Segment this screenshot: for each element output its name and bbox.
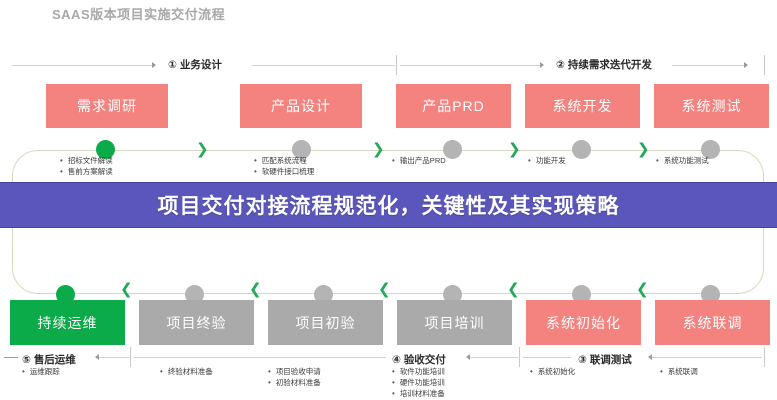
chevron-right-icon-3: ❯ (508, 140, 521, 158)
bottom-rail-seg-1 (99, 357, 129, 358)
process-box-top-5[interactable]: 系统测试 (654, 84, 769, 128)
bullet-item: 功能开发 (528, 155, 566, 166)
timeline-node-bottom-1[interactable] (56, 285, 75, 304)
bottom-stage-5-label: ⑤ 售后运维 (22, 354, 76, 366)
bullet-group-bottom-6: 系统联调 (660, 366, 698, 377)
bullet-item: 项目验收申请 (268, 366, 321, 377)
bullet-item: 系统联调 (660, 366, 698, 377)
bullet-item: 售前方案解读 (60, 166, 113, 177)
chevron-left-icon-1: ❯ (120, 282, 133, 300)
timeline-node-top-3[interactable] (443, 140, 462, 159)
process-box-bottom-5[interactable]: 系统初始化 (526, 300, 641, 345)
bullet-item: 软件功能培训 (392, 366, 445, 377)
bullet-group-bottom-2: 终验材料准备 (160, 366, 213, 377)
bottom-rail-seg-4 (523, 357, 571, 358)
bullet-group-bottom-1: 运维跟踪 (22, 366, 60, 377)
overlay-banner: 项目交付对接流程规范化，关键性及其实现策略 (0, 182, 777, 228)
bottom-arrow-2-icon (466, 354, 470, 360)
chevron-left-icon-3: ❯ (378, 282, 391, 300)
bullet-group-bottom-4: 软件功能培训 硬件功能培训 培训材料准备 (392, 366, 445, 399)
top-rail-right-segment (400, 65, 540, 66)
top-rail-divider-right (764, 55, 765, 75)
timeline-node-bottom-6[interactable] (701, 285, 720, 304)
top-rail-left-segment (12, 65, 152, 66)
bullet-item: 匹配系统流程 (254, 155, 314, 166)
timeline-node-bottom-3[interactable] (314, 285, 333, 304)
bullet-item: 系统初始化 (530, 366, 576, 377)
chevron-right-icon-4: ❯ (637, 140, 650, 158)
top-arrow-2-icon (540, 62, 544, 68)
bullet-item: 软硬件接口梳理 (254, 166, 315, 177)
bullet-item: 终验材料准备 (160, 366, 213, 377)
timeline-node-bottom-2[interactable] (185, 285, 204, 304)
bullet-group-top-1: 招标文件解读 售前方案解读 (60, 155, 113, 177)
bullet-item: 系统功能测试 (656, 155, 709, 166)
process-box-bottom-4[interactable]: 项目培训 (397, 300, 512, 345)
bottom-stage-4-label: ④ 验收交付 (392, 354, 446, 366)
process-box-top-2[interactable]: 产品设计 (240, 84, 362, 128)
bottom-rail-divider-2 (519, 347, 520, 367)
process-box-bottom-1[interactable]: 持续运维 (10, 300, 125, 345)
chevron-left-icon-2: ❯ (249, 282, 262, 300)
process-box-top-4[interactable]: 系统开发 (525, 84, 640, 128)
top-rail-tail-segment (672, 65, 744, 66)
bullet-group-top-3: 输出产品PRD (392, 155, 446, 166)
timeline-node-top-4[interactable] (572, 140, 591, 159)
top-arrow-1-icon (152, 62, 156, 68)
bullet-item: 运维跟踪 (22, 366, 60, 377)
bullet-group-bottom-5: 系统初始化 (530, 366, 576, 377)
bottom-stage-3-label: ③ 联调测试 (578, 354, 632, 366)
bullet-item: 培训材料准备 (392, 388, 445, 399)
bullet-item: 输出产品PRD (392, 155, 446, 166)
page-title: SAAS版本项目实施交付流程 (52, 7, 226, 22)
bottom-rail-seg-2 (134, 357, 386, 358)
chevron-right-icon-2: ❯ (372, 140, 385, 158)
bullet-item: 招标文件解读 (60, 155, 113, 166)
bottom-arrow-1-icon (95, 354, 99, 360)
overlay-banner-text: 项目交付对接流程规范化，关键性及其实现策略 (157, 195, 620, 218)
process-box-bottom-3[interactable]: 项目初验 (268, 300, 383, 345)
bullet-group-top-5: 系统功能测试 (656, 155, 709, 166)
bullet-item: 硬件功能培训 (392, 377, 445, 388)
timeline-node-bottom-4[interactable] (443, 285, 462, 304)
top-arrow-3-icon (744, 62, 748, 68)
bottom-rail-start (4, 357, 18, 358)
bullet-group-top-2: 匹配系统流程 软硬件接口梳理 (254, 155, 315, 177)
process-box-bottom-6[interactable]: 系统联调 (655, 300, 770, 345)
process-box-top-3[interactable]: 产品PRD (396, 84, 511, 128)
bottom-rail-divider-3 (764, 347, 765, 367)
bottom-rail-seg-3 (470, 357, 518, 358)
top-rail-mid-segment (252, 65, 395, 66)
bottom-rail-seg-5 (652, 357, 762, 358)
process-box-top-1[interactable]: 需求调研 (46, 84, 168, 128)
chevron-left-icon-4: ❯ (507, 282, 520, 300)
timeline-node-bottom-5[interactable] (572, 285, 591, 304)
bottom-rail-divider-1 (130, 347, 131, 367)
process-box-bottom-2[interactable]: 项目终验 (139, 300, 254, 345)
chevron-left-icon-5: ❯ (636, 282, 649, 300)
bullet-group-top-4: 功能开发 (528, 155, 566, 166)
chevron-right-icon-1: ❯ (196, 140, 209, 158)
bottom-arrow-3-icon (648, 354, 652, 360)
top-rail-divider (396, 55, 397, 75)
bullet-group-bottom-3: 项目验收申请 初验材料准备 (268, 366, 321, 388)
bullet-item: 初验材料准备 (268, 377, 321, 388)
